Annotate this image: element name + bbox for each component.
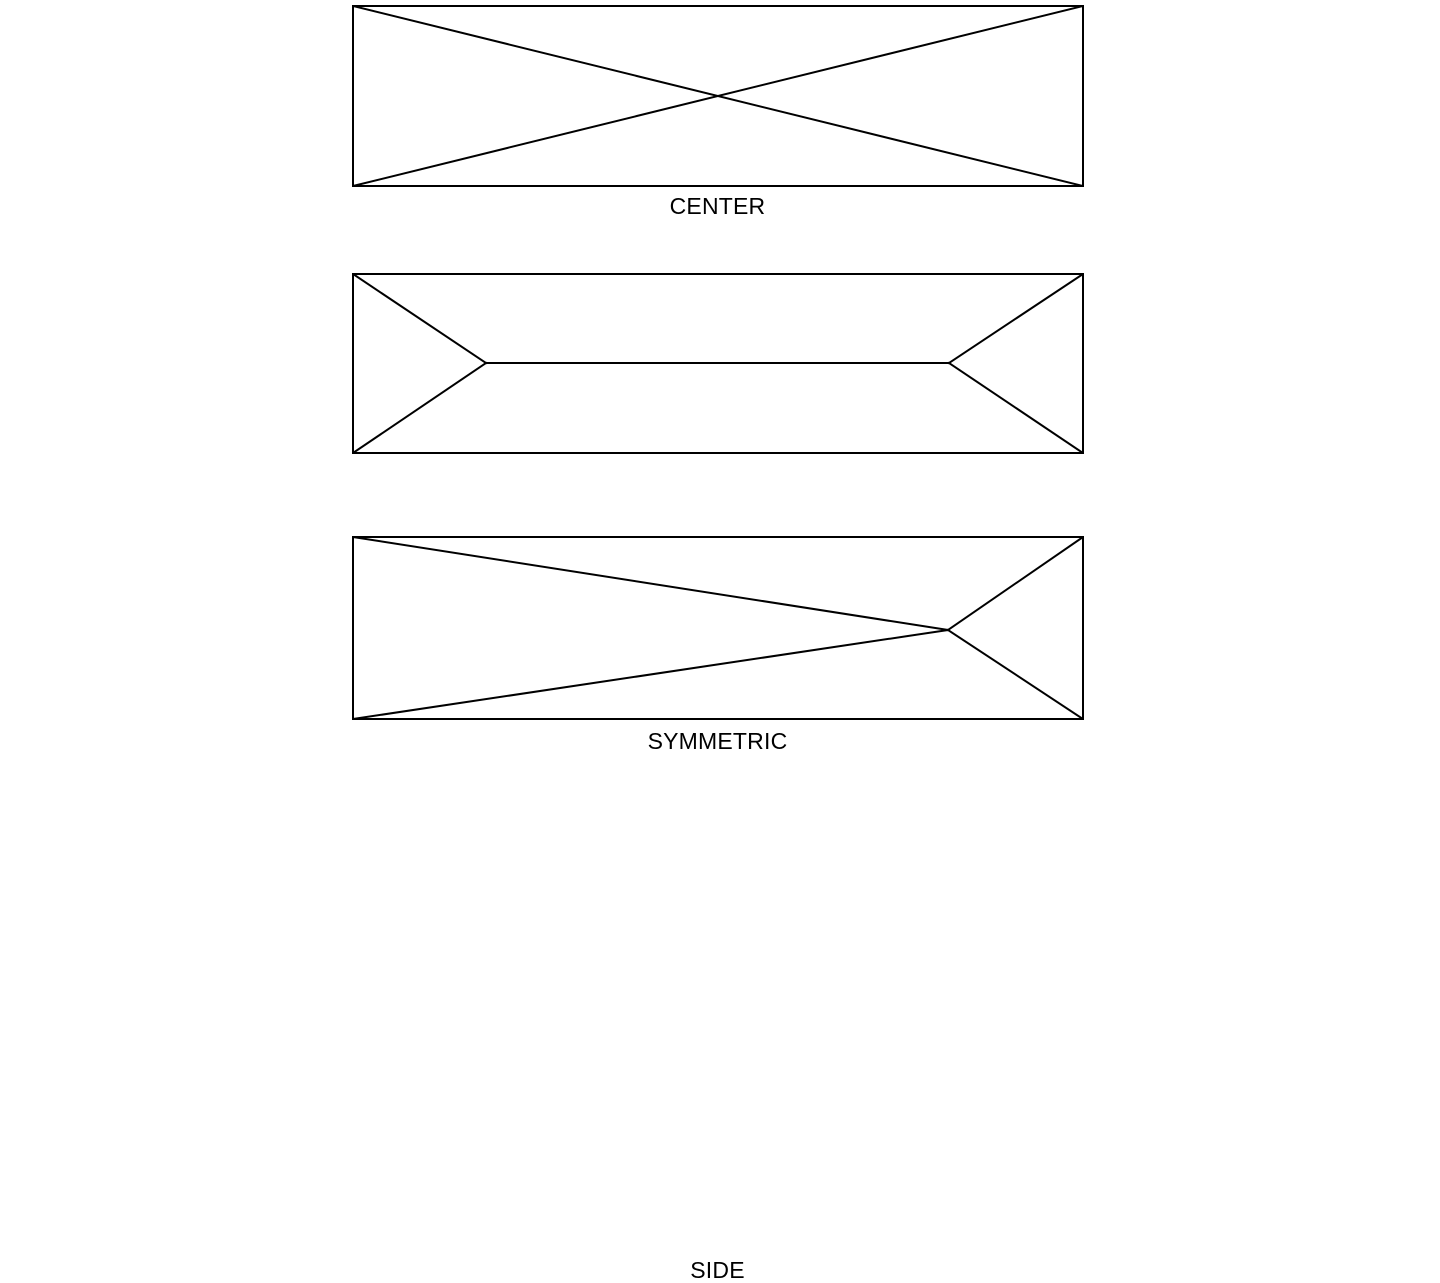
center-diagonal-bl-tr [352, 5, 1084, 187]
figure-caption-center: CENTER [669, 193, 766, 219]
symmetric-outline-rect [352, 273, 1084, 454]
symmetric-diagram-svg [352, 273, 1084, 454]
side-edge-br-to-vertex [946, 628, 1084, 720]
symmetric-edge-tr-to-right-vertex [947, 273, 1084, 365]
side-outline-rect [352, 536, 1084, 720]
figure-side: SIDE [352, 536, 1084, 1283]
symmetric-edge-br-to-right-vertex [947, 361, 1084, 454]
figure-caption-side: SIDE [690, 1257, 745, 1283]
symmetric-edge-tl-to-left-vertex [352, 273, 488, 365]
figure-caption-symmetric: SYMMETRIC [647, 728, 788, 754]
side-edge-bl-to-vertex [352, 628, 950, 720]
center-diagram-svg [352, 5, 1084, 187]
symmetric-edge-bl-to-left-vertex [352, 361, 488, 454]
side-edge-tl-to-vertex [352, 536, 950, 632]
figure-symmetric: SYMMETRIC [352, 273, 1084, 754]
figure-center: CENTER [352, 5, 1084, 219]
center-outline-rect [352, 5, 1084, 187]
side-diagram-svg [352, 536, 1084, 720]
side-edge-tr-to-vertex [946, 536, 1084, 632]
diagram-stage: CENTER SYMMETRIC SIDE [352, 5, 1084, 1283]
